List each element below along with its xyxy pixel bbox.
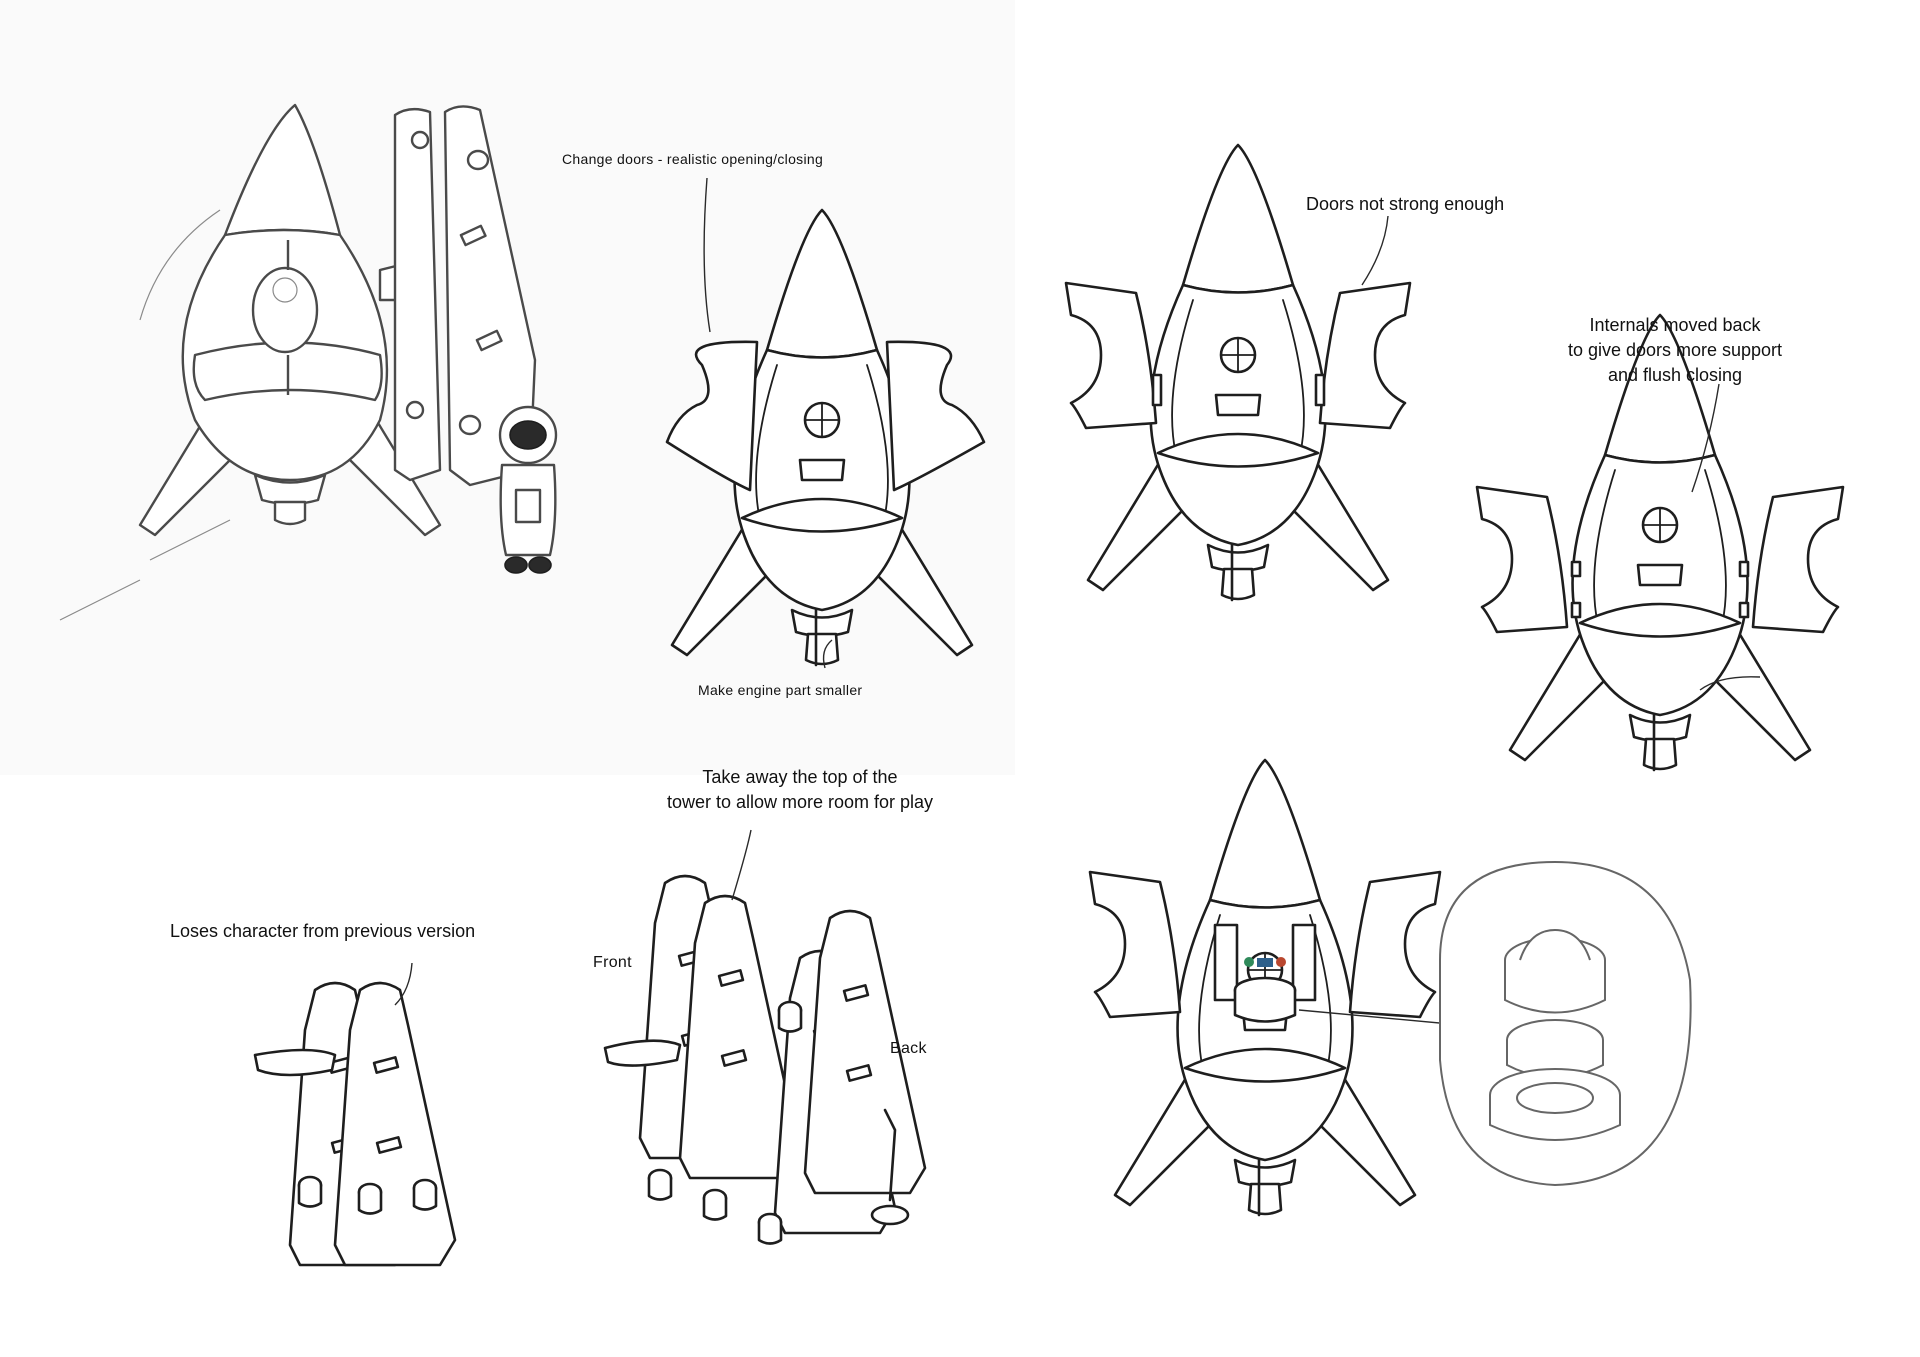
leader-loses-character xyxy=(394,962,413,1006)
tower-front-back-sketch xyxy=(603,874,927,1245)
leader-doors-strong xyxy=(1361,215,1389,286)
annotation-change-doors: Change doors - realistic opening/closing xyxy=(562,151,824,167)
leader-internals xyxy=(1691,383,1720,493)
rocket-internals-sketch xyxy=(1475,313,1845,772)
mechanism-detail-bubble xyxy=(1439,860,1692,1187)
annotation-loses-character: Loses character from previous version xyxy=(170,921,476,941)
annotation-internals-moved: Internals moved back to give doors more … xyxy=(1567,315,1783,385)
rocket-flat-doors-sketch xyxy=(1064,143,1412,602)
leader-take-away xyxy=(731,829,752,901)
rocket-cockpit-sketch xyxy=(1088,758,1462,1217)
pencil-rocket-sketch xyxy=(59,103,558,621)
leader-change-doors xyxy=(703,177,711,333)
annotation-doors-not-strong: Doors not strong enough xyxy=(1306,194,1505,214)
leader-engine xyxy=(822,639,833,669)
annotation-take-away-top: Take away the top of the tower to allow … xyxy=(666,767,934,812)
tower-single-sketch xyxy=(253,981,457,1267)
annotation-engine-smaller: Make engine part smaller xyxy=(698,682,863,698)
rocket-doors-sketch xyxy=(665,208,986,667)
label-front: Front xyxy=(593,954,632,971)
label-back: Back xyxy=(890,1040,927,1057)
